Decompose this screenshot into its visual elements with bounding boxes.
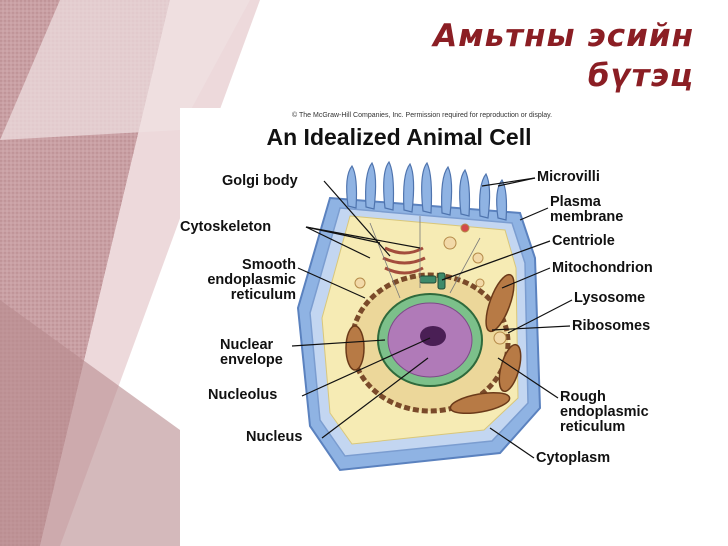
figure-title: An Idealized Animal Cell bbox=[266, 124, 532, 150]
cell-illustration bbox=[291, 160, 573, 472]
centriole-shape bbox=[419, 272, 446, 290]
label-smooth-er-line1: Smooth bbox=[242, 257, 296, 273]
label-rough-er: Rough endoplasmic reticulum bbox=[560, 390, 649, 435]
label-cytoplasm: Cytoplasm bbox=[536, 450, 611, 466]
label-plasma-membrane-line1: Plasma bbox=[550, 194, 601, 210]
leader-lines bbox=[291, 177, 573, 459]
label-rough-er-line1: Rough bbox=[560, 389, 606, 405]
label-smooth-er-line2: endoplasmic bbox=[207, 272, 296, 288]
label-nuclear-envelope-line2: envelope bbox=[220, 352, 283, 368]
label-ribosomes: Ribosomes bbox=[572, 318, 651, 334]
slide-title: Амьтны эсийн бүтэц bbox=[364, 16, 694, 96]
slide-title-line1: Амьтны эсийн bbox=[433, 18, 694, 54]
cell-diagram-figure: © The McGraw-Hill Companies, Inc. Permis… bbox=[180, 108, 700, 478]
label-centriole: Centriole bbox=[552, 233, 615, 249]
texture-panel-bottom bbox=[0, 300, 180, 546]
label-lysosome: Lysosome bbox=[574, 290, 646, 306]
label-plasma-membrane-line2: membrane bbox=[550, 209, 624, 225]
label-nucleus: Nucleus bbox=[246, 429, 303, 445]
slide-title-line2: бүтэц bbox=[587, 58, 694, 94]
cytoskeleton-lines bbox=[369, 216, 481, 299]
label-rough-er-line2: endoplasmic bbox=[560, 404, 649, 420]
label-microvilli: Microvilli bbox=[537, 169, 600, 185]
label-plasma-membrane: Plasma membrane bbox=[550, 195, 623, 225]
label-nuclear-envelope: Nuclear envelope bbox=[220, 338, 283, 368]
mitochondria-group bbox=[345, 273, 522, 415]
label-smooth-er-line3: reticulum bbox=[230, 287, 296, 303]
microvilli-group bbox=[346, 160, 508, 221]
label-mitochondrion: Mitochondrion bbox=[552, 260, 653, 276]
label-smooth-er: Smooth endoplasmic reticulum bbox=[180, 258, 296, 303]
label-rough-er-line3: reticulum bbox=[560, 419, 626, 435]
label-nuclear-envelope-line1: Nuclear bbox=[220, 337, 274, 353]
label-cytoskeleton: Cytoskeleton bbox=[180, 219, 272, 235]
label-golgi-body: Golgi body bbox=[222, 173, 298, 189]
label-nucleolus: Nucleolus bbox=[208, 387, 278, 403]
texture-panel-top bbox=[0, 0, 250, 140]
vesicles-group bbox=[354, 223, 507, 345]
nucleolus-shape bbox=[420, 326, 446, 346]
copyright-notice: © The McGraw-Hill Companies, Inc. Permis… bbox=[292, 112, 553, 119]
